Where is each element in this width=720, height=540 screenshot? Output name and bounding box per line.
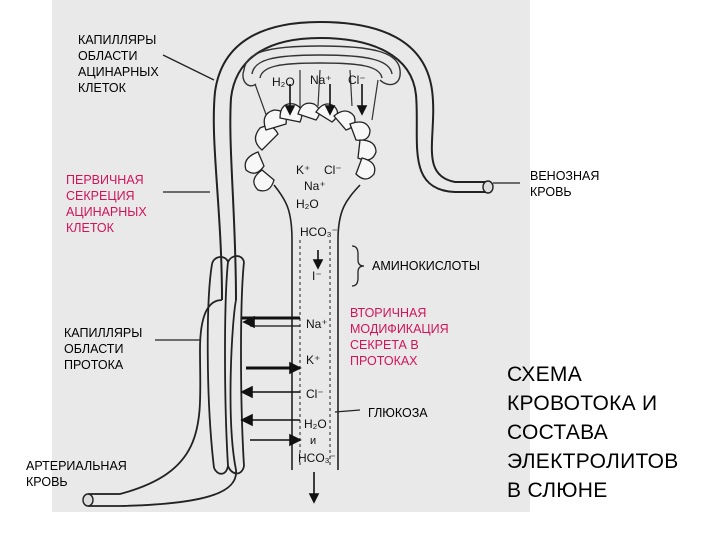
label-arterial-blood: АРТЕРИАЛЬНАЯ КРОВЬ [26,459,127,489]
exchange-arrows [240,84,368,504]
capillary-acinus-links [254,69,379,121]
venous-outlet [482,180,494,194]
ion-iodide: I⁻ [312,269,322,283]
ion-acinus-h2o: H₂O [296,197,319,211]
ion-duct-k: K⁺ [306,353,320,367]
ion-top-cl: Cl⁻ [348,73,366,87]
ion-acinus-cl: Cl⁻ [324,163,342,177]
label-venous-blood: ВЕНОЗНАЯ КРОВЬ [530,169,600,199]
label-secondary-modification: ВТОРИЧНАЯ МОДИФИКАЦИЯ СЕКРЕТА В ПРОТОКАХ [350,306,449,368]
venous-vessel-inner [229,36,488,301]
ion-top-h2o: H₂O [272,75,295,89]
ion-acinus-k: K⁺ [296,163,310,177]
label-glucose: ГЛЮКОЗА [368,406,428,420]
ion-duct-and: и [310,435,316,447]
label-primary-secretion: ПЕРВИЧНАЯ СЕКРЕЦИЯ АЦИНАРНЫХ КЛЕТОК [66,173,147,235]
acinar-capillary-loops [242,45,401,87]
ion-duct-h2o: H₂O [304,417,327,431]
venous-vessel [212,20,488,301]
ion-duct-na: Na⁺ [306,317,328,331]
ion-duct-cl: Cl⁻ [306,387,324,401]
ion-acinus-na: Na⁺ [304,179,326,193]
salivary-duct [273,184,361,470]
label-amino-acids: АМИНОКИСЛОТЫ [372,259,480,273]
acinar-cells [244,102,377,192]
diagram-background [52,0,530,512]
arterial-inlet [82,493,94,507]
leader-lines [95,54,520,495]
duct-capillaries [88,255,245,507]
diagram-title: СХЕМА КРОВОТОКА И СОСТАВА ЭЛЕКТРОЛИТОВ В… [507,363,679,502]
label-duct-capillaries: КАПИЛЛЯРЫ ОБЛАСТИ ПРОТОКА [64,326,143,372]
ion-acinus-hco3: HCO₃⁻ [300,225,338,239]
ion-duct-hco3: HCO₃⁻ [298,451,336,465]
label-acinar-capillaries: КАПИЛЛЯРЫ ОБЛАСТИ АЦИНАРНЫХ КЛЕТОК [78,33,159,95]
ion-top-na: Na⁺ [310,73,332,87]
